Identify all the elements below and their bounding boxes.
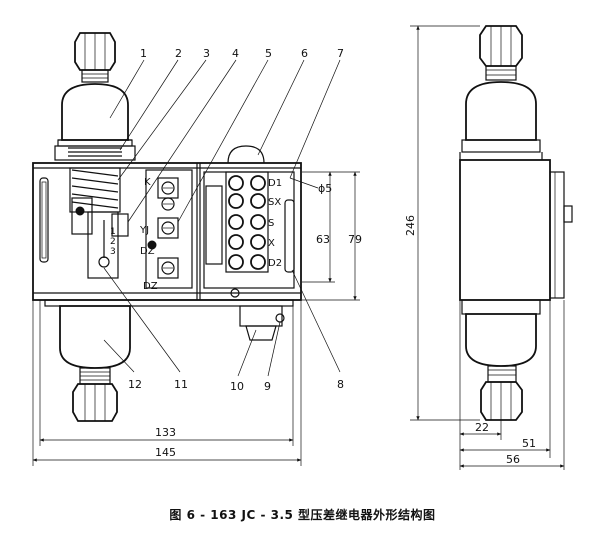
dim-133: 133 <box>155 426 176 439</box>
dimension-labels: ϕ5 63 79 133 145 246 22 51 56 <box>155 182 536 466</box>
part-number-4: 4 <box>232 47 239 60</box>
structure-drawing: 1 2 3 4 5 6 7 8 9 10 11 12 K YJ DZ DZ D1… <box>32 25 573 470</box>
terminal-label-k: K <box>144 177 151 188</box>
side-view <box>410 25 573 470</box>
left-terminals <box>147 177 179 279</box>
bottom-nut <box>72 367 118 422</box>
dim-145: 145 <box>155 446 176 459</box>
terminal-labels: K YJ DZ DZ D1 SX S X D2 <box>139 177 282 292</box>
part-number-labels: 1 2 3 4 5 6 7 8 9 10 11 12 <box>128 47 344 393</box>
side-dimensions <box>410 25 565 470</box>
part-number-11: 11 <box>174 378 188 391</box>
part-number-10: 10 <box>230 380 244 393</box>
leader-lines <box>103 59 341 377</box>
scale-marks: 1 2 3 <box>110 227 116 257</box>
terminal-label-d1: D1 <box>268 178 282 189</box>
front-dimensions <box>32 171 360 466</box>
side-body <box>459 159 551 301</box>
left-terminal-panel <box>145 169 193 289</box>
front-body <box>32 162 302 301</box>
dim-56: 56 <box>506 453 520 466</box>
terminal-label-dz-1: DZ <box>140 246 155 257</box>
terminal-label-yj: YJ <box>139 225 149 236</box>
part-number-2: 2 <box>175 47 182 60</box>
terminal-label-x: X <box>268 238 275 249</box>
right-terminals <box>225 171 269 273</box>
scale-mark-1: 1 <box>110 227 116 237</box>
part-number-6: 6 <box>301 47 308 60</box>
terminal-label-d2: D2 <box>268 258 282 269</box>
top-knob <box>227 145 265 164</box>
bottom-bellows <box>59 305 131 369</box>
dim-51: 51 <box>522 437 536 450</box>
spring-assembly <box>69 167 129 279</box>
terminal-label-s: S <box>268 218 274 229</box>
top-bellows <box>61 83 129 141</box>
part-number-8: 8 <box>337 378 344 391</box>
terminal-label-sx: SX <box>268 197 281 208</box>
dim-22: 22 <box>475 421 489 434</box>
right-terminal-panel <box>203 171 295 289</box>
part-number-3: 3 <box>203 47 210 60</box>
top-coil <box>54 145 136 161</box>
part-number-5: 5 <box>265 47 272 60</box>
terminal-label-dz-2: DZ <box>143 281 158 292</box>
scale-mark-2: 2 <box>110 237 116 247</box>
figure-caption: 图 6 - 163 JC - 3.5 型压差继电器外形结构图 <box>169 508 436 522</box>
dim-246: 246 <box>404 215 417 236</box>
front-view <box>32 32 360 466</box>
part-number-1: 1 <box>140 47 147 60</box>
dim-hole: ϕ5 <box>318 182 332 195</box>
part-number-12: 12 <box>128 378 142 391</box>
dim-79: 79 <box>348 233 362 246</box>
top-nut <box>74 32 116 83</box>
part-number-9: 9 <box>264 380 271 393</box>
dim-63: 63 <box>316 233 330 246</box>
scale-mark-3: 3 <box>110 247 116 257</box>
part-number-7: 7 <box>337 47 344 60</box>
